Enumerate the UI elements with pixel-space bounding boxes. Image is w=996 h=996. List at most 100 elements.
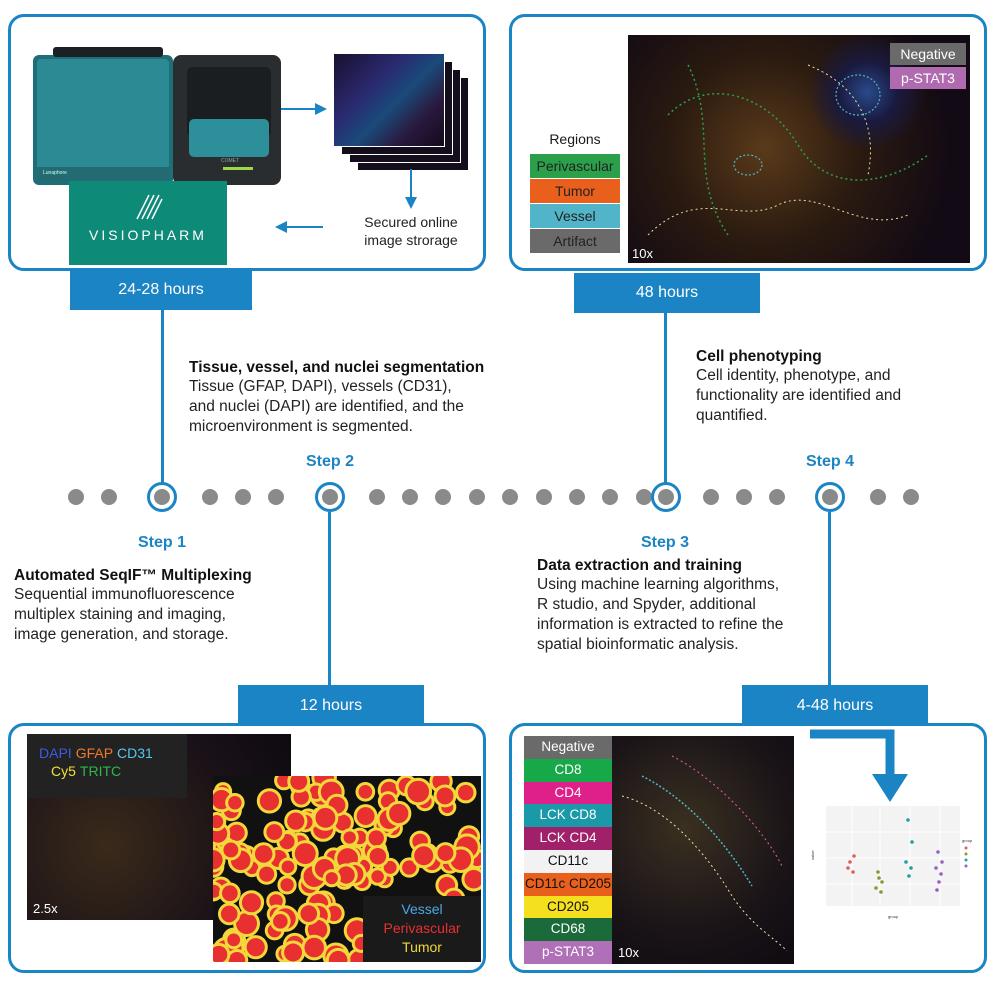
segmentation-legend-item: Perivascular: [383, 920, 461, 936]
step4-title: Cell phenotyping: [696, 348, 822, 365]
perivascular-region: [436, 787, 454, 805]
results-dot-plot: group value group: [808, 802, 980, 922]
duration-tab-12: 12 hours: [238, 685, 424, 727]
perivascular-region: [328, 950, 348, 962]
regions-title: Regions: [549, 131, 601, 147]
perivascular-region: [284, 943, 303, 962]
step1-body-line: Sequential immunofluorescence: [14, 586, 235, 603]
perivascular-region: [266, 824, 283, 841]
perivascular-region: [213, 850, 223, 870]
perivascular-region: [437, 845, 454, 861]
perivascular-region: [304, 937, 325, 958]
step1-title: Automated SeqIF™ Multiplexing: [14, 567, 252, 584]
perivascular-region: [227, 933, 241, 947]
region-outlines: [647, 64, 929, 236]
duration-tab-48: 48 hours: [574, 273, 760, 313]
perivascular-region: [315, 807, 336, 828]
magnification-label: 2.5x: [33, 901, 58, 916]
phenotype-item: Negative: [524, 736, 612, 759]
step3-body-line: Using machine learning algorithms,: [537, 576, 780, 593]
marker-legend-item: p-STAT3: [890, 67, 966, 89]
vessel-outlines: [621, 755, 788, 952]
region-item: Tumor: [530, 179, 620, 204]
perivascular-region: [464, 869, 481, 889]
visiopharm-logo: VISIOPHARM: [69, 181, 227, 265]
instrument-brand: Lunaphore: [43, 170, 67, 176]
step2-body-line: and nuclei (DAPI) are identified, and th…: [189, 398, 464, 415]
step4-label: Step 4: [806, 453, 855, 470]
step2-label: Step 2: [306, 453, 355, 470]
connector-step1: [161, 310, 164, 484]
perivascular-region: [213, 815, 224, 829]
timeline-step-marker: [815, 482, 845, 512]
magnification-label: 10x: [618, 945, 639, 960]
timeline-dot: [101, 489, 118, 505]
step4-body-line: quantified.: [696, 407, 768, 424]
phenotype-item: CD8: [524, 758, 612, 782]
phenotype-item: p-STAT3: [524, 941, 612, 964]
perivascular-region: [325, 872, 338, 885]
marker-legend-item: Negative: [890, 43, 966, 65]
perivascular-region: [358, 785, 373, 799]
instrument-illustration: Lunaphore COMET: [33, 47, 281, 185]
connector-step4: [828, 512, 831, 686]
perivascular-region: [334, 814, 351, 831]
perivascular-region: [254, 845, 273, 863]
timeline-dot: [201, 489, 218, 505]
step2-title: Tissue, vessel, and nuclei segmentation: [189, 359, 485, 376]
timeline-dot: [435, 489, 452, 505]
perivascular-region: [300, 905, 318, 922]
phenotype-item: LCK CD4: [524, 827, 612, 850]
perivascular-region: [269, 894, 283, 908]
arrow-right-icon: [281, 103, 327, 115]
perivascular-region: [280, 878, 294, 892]
arrow-down-icon: [405, 169, 417, 209]
perivascular-region: [273, 914, 288, 929]
perivascular-region: [407, 780, 430, 803]
segmentation-legend-item: Tumor: [402, 939, 442, 955]
plot-legend-title: group: [962, 838, 973, 843]
timeline-dot: [635, 489, 652, 505]
timeline-dot: [769, 489, 786, 505]
instrument-model: COMET: [221, 158, 239, 164]
storage-label: Secured online image strorage: [364, 214, 458, 248]
phenotype-item: CD11c: [524, 849, 612, 873]
image-stack: [333, 53, 473, 183]
timeline-dot: [569, 489, 585, 505]
perivascular-region: [414, 846, 434, 866]
timeline-dot: [869, 489, 886, 505]
connector-step3: [664, 313, 667, 484]
timeline-dot: [502, 489, 519, 505]
perivascular-region: [356, 807, 375, 825]
phenotype-micrograph-2: 10x: [612, 736, 794, 964]
perivascular-region: [383, 860, 397, 874]
perivascular-region: [259, 866, 275, 882]
region-item: Artifact: [530, 229, 620, 254]
perivascular-region: [228, 951, 246, 962]
segmentation-legend-item: Vessel: [401, 901, 443, 917]
perivascular-region: [371, 870, 384, 883]
perivascular-region: [389, 803, 409, 824]
perivascular-region: [277, 776, 291, 788]
timeline-dot: [736, 489, 752, 505]
region-item: Perivascular: [530, 154, 620, 179]
timeline-dot: [602, 489, 619, 505]
arrow-down-large-icon: [810, 729, 908, 802]
timeline-dot: [368, 489, 385, 505]
phenotype-item: LCK CD8: [524, 804, 612, 828]
perivascular-region: [241, 893, 261, 913]
duration-tab-24-28: 24-28 hours: [70, 270, 252, 310]
perivascular-region: [402, 860, 417, 875]
step1-label: Step 1: [138, 534, 187, 551]
step2-description: Tissue, vessel, and nuclei segmentation …: [189, 359, 519, 437]
timeline-dot: [68, 489, 84, 505]
step2-body-line: Tissue (GFAP, DAPI), vessels (CD31),: [189, 378, 452, 395]
perivascular-region: [290, 776, 308, 790]
